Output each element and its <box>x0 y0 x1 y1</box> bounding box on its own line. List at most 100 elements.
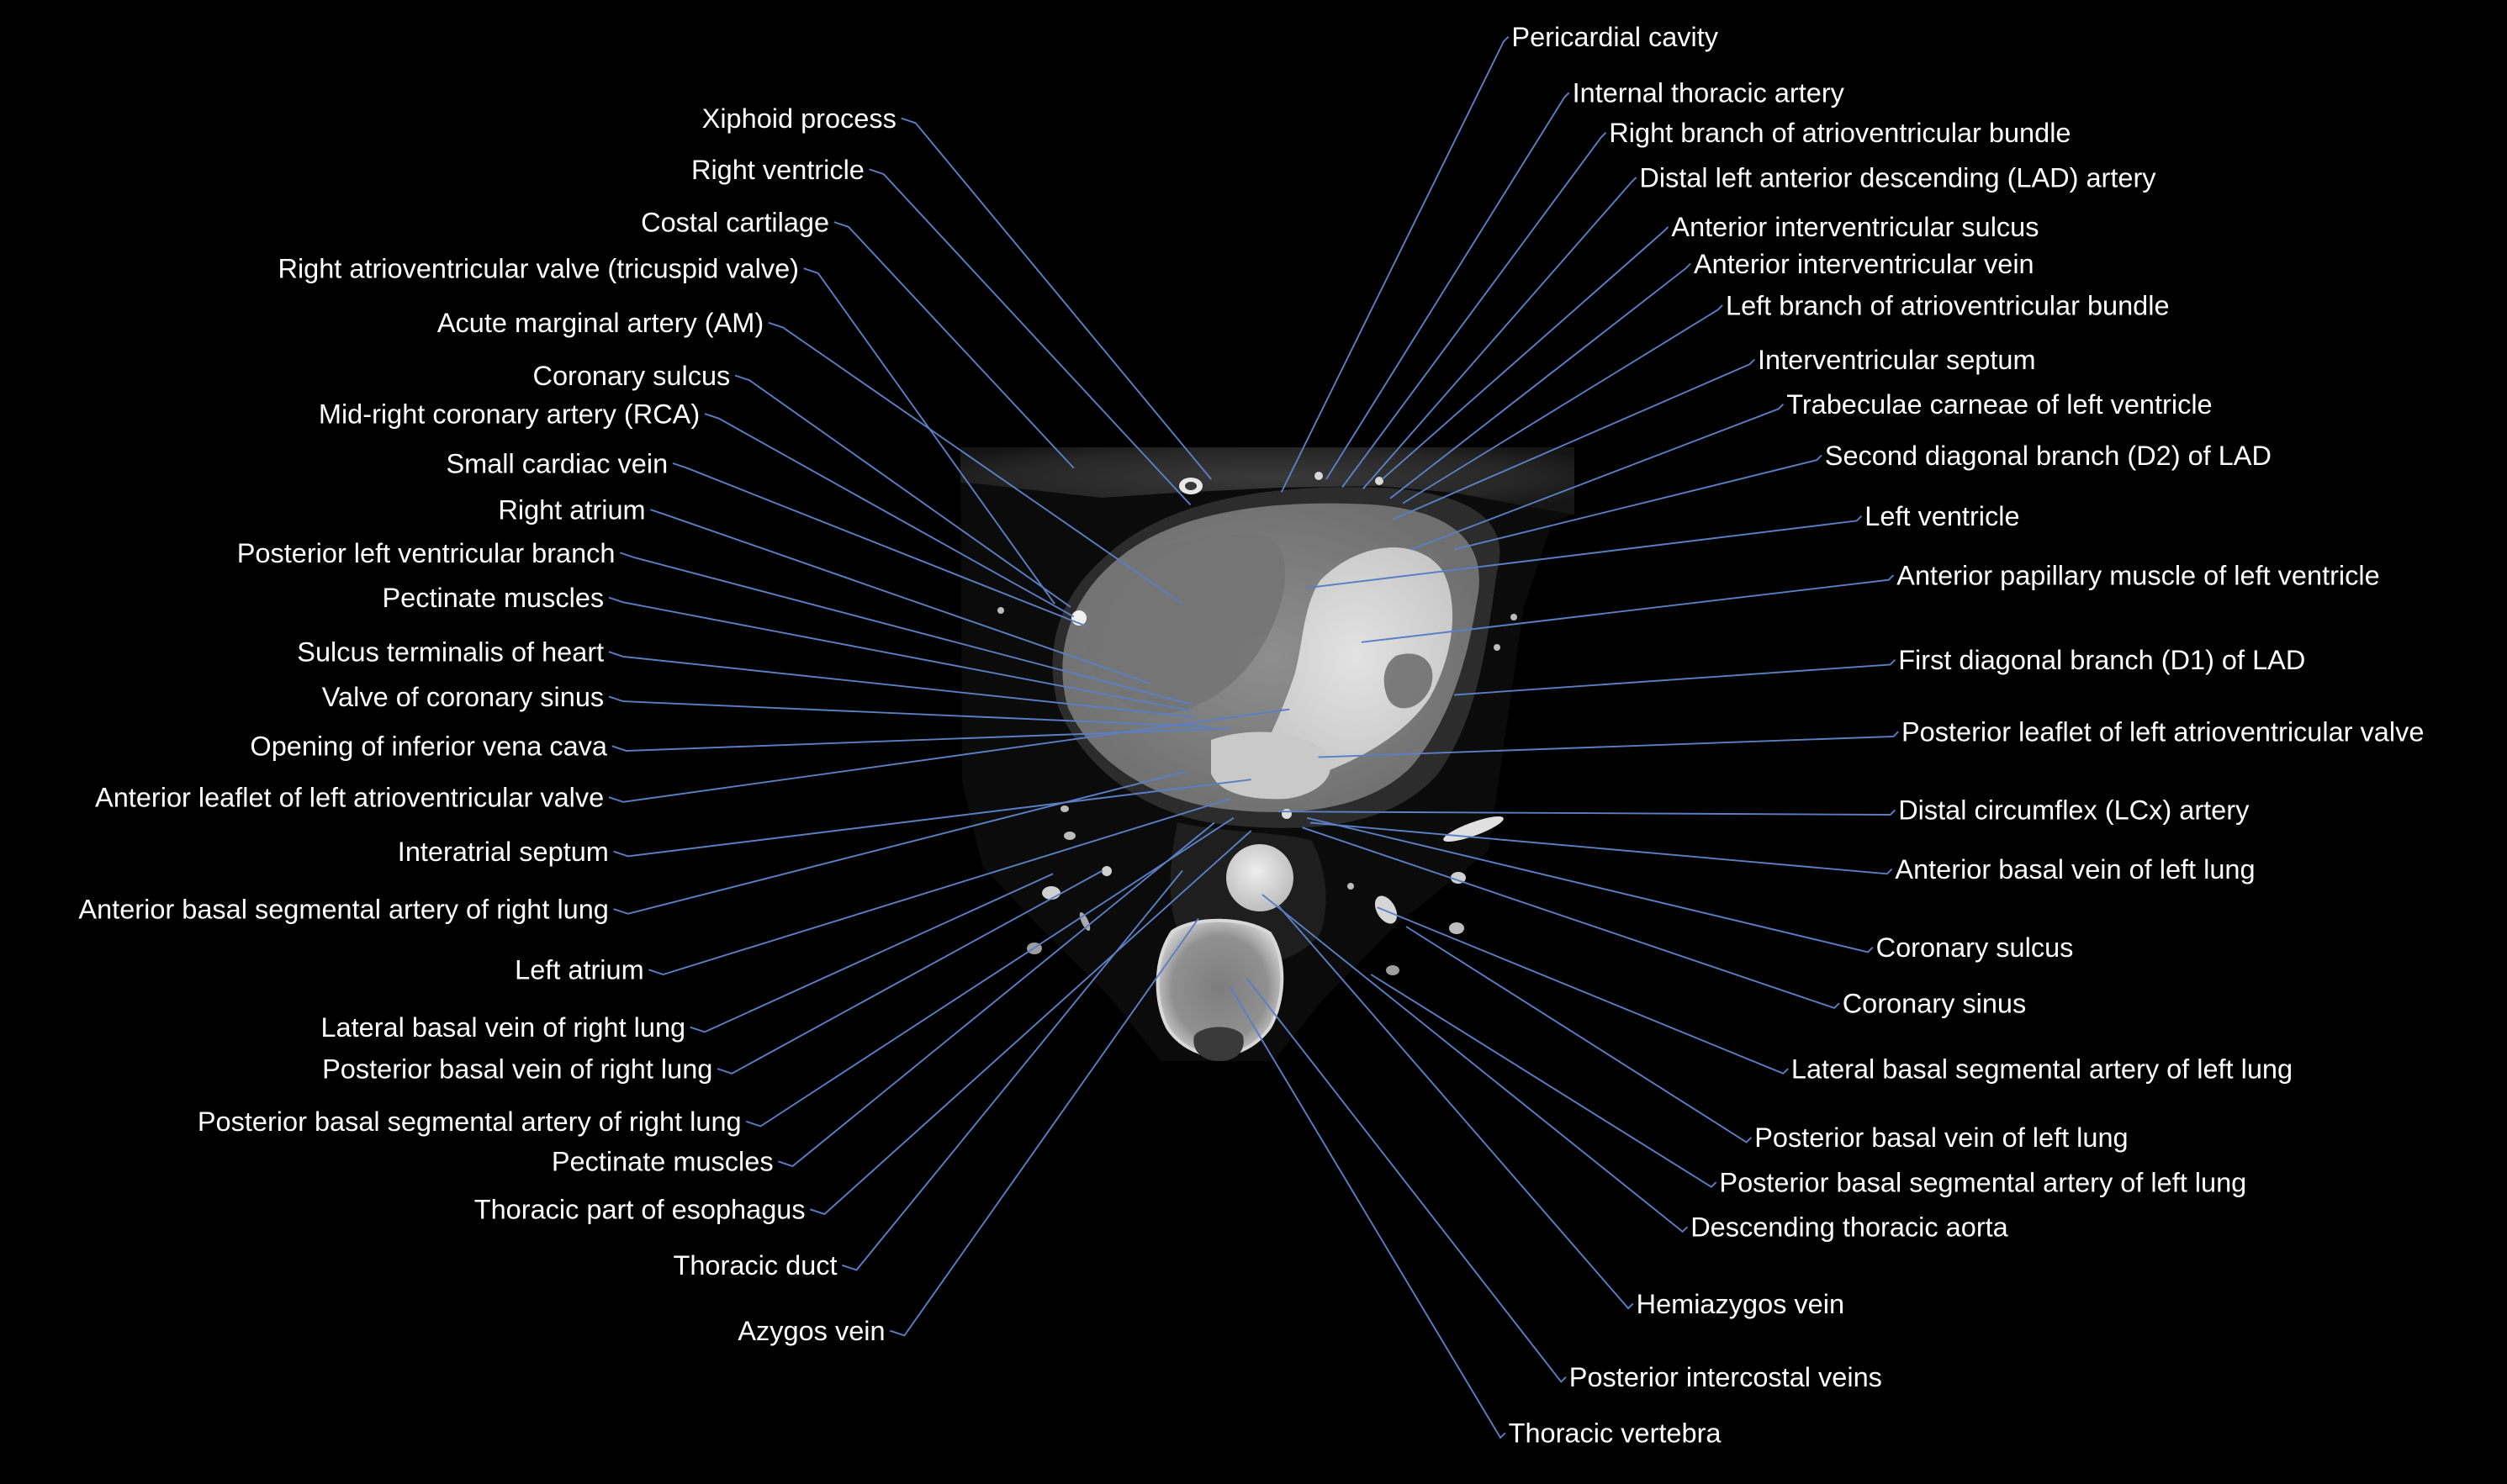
leader-line <box>809 830 1252 1216</box>
leader-line <box>1307 515 1863 589</box>
anatomy-label: Trabeculae carneae of left ventricle <box>1786 389 2212 420</box>
anatomy-label: Pericardial cavity <box>1511 22 1718 52</box>
anatomy-label: Thoracic part of esophagus <box>474 1195 806 1225</box>
leader-line <box>608 651 1196 719</box>
anatomy-label: Posterior basal segmental artery of righ… <box>198 1106 742 1137</box>
anatomy-label: Descending thoracic aorta <box>1690 1212 2008 1243</box>
chest-wall-vessel <box>1375 477 1383 485</box>
lung-vessel <box>1449 922 1464 934</box>
axial-ct-heart-slice <box>960 447 1574 1061</box>
leader-line <box>745 817 1235 1128</box>
anatomy-label: Costal cartilage <box>641 208 829 238</box>
anatomy-label: Right ventricle <box>691 155 865 185</box>
anatomy-label: Anterior interventricular vein <box>1694 249 2034 279</box>
lung-vessel <box>1451 872 1466 884</box>
anatomy-label: Posterior leaflet of left atrioventricul… <box>1901 717 2424 747</box>
anatomy-label: Sulcus terminalis of heart <box>297 637 604 668</box>
anatomy-label: Left atrium <box>515 955 644 985</box>
anatomy-label: Anterior interventricular sulcus <box>1671 212 2039 242</box>
leader-line <box>1230 986 1506 1439</box>
anatomy-label: Interventricular septum <box>1758 345 2036 375</box>
lung-vessel <box>1494 644 1500 651</box>
anatomy-label: Interatrial septum <box>398 837 609 867</box>
leader-line <box>1361 574 1895 643</box>
leader-line <box>1325 92 1570 480</box>
leader-line <box>704 413 1075 618</box>
anatomy-label: Anterior basal segmental artery of right… <box>78 895 608 925</box>
anatomy-label: Right atrium <box>498 495 645 525</box>
leader-line <box>717 869 1103 1075</box>
leader-line <box>1341 132 1607 489</box>
leader-line <box>611 727 1231 752</box>
leader-line <box>889 917 1199 1337</box>
interventricular-septum-shade <box>1383 653 1433 709</box>
leader-line <box>1309 821 1893 875</box>
anatomy-label: Posterior basal vein of left lung <box>1754 1122 2128 1153</box>
anatomy-label: Anterior basal vein of left lung <box>1895 854 2255 885</box>
anatomy-label: Internal thoracic artery <box>1573 78 1845 108</box>
internal-thoracic-artery-dot-inner <box>1185 482 1197 490</box>
leader-line <box>648 798 1231 975</box>
anatomy-label: Small cardiac vein <box>446 448 668 478</box>
leader-line <box>1453 659 1896 696</box>
anatomy-label: Mid-right coronary artery (RCA) <box>319 399 700 430</box>
leader-line <box>1405 926 1753 1143</box>
leader-line <box>803 267 1055 605</box>
leader-line <box>734 374 1071 608</box>
leader-line <box>1306 816 1874 953</box>
leader-line <box>869 168 1192 506</box>
anatomy-label: Posterior basal segmental artery of left… <box>1719 1167 2246 1197</box>
vertebral-canal <box>1193 1027 1244 1061</box>
anatomy-label: Lateral basal segmental artery of left l… <box>1791 1054 2293 1085</box>
leader-line <box>1280 36 1510 493</box>
descending-aorta-disc <box>1226 844 1293 911</box>
chest-wall-vessel <box>1314 472 1323 480</box>
anatomy-label: Posterior left ventricular branch <box>237 538 616 568</box>
leader-line <box>1370 974 1717 1188</box>
anatomy-label: Coronary sulcus <box>532 361 730 391</box>
anatomy-label: Second diagonal branch (D2) of LAD <box>1825 441 2272 471</box>
anatomy-label: Right branch of atrioventricular bundle <box>1609 118 2071 148</box>
anatomy-label: Valve of coronary sinus <box>322 682 604 712</box>
anterior-chest-wall <box>960 447 1574 515</box>
anatomy-label: Pectinate muscles <box>382 583 604 613</box>
lung-vessel <box>1386 965 1399 975</box>
anatomy-label: Left ventricle <box>1864 501 2019 531</box>
anatomy-label: Anterior papillary muscle of left ventri… <box>1896 560 2379 590</box>
leader-line <box>608 708 1290 803</box>
left-atrium-cavity <box>1211 731 1331 800</box>
anatomy-label: Pectinate muscles <box>552 1147 774 1177</box>
anatomy-label: Lateral basal vein of right lung <box>320 1012 685 1043</box>
lung-vessel <box>1064 832 1076 840</box>
anatomy-label: Right atrioventricular valve (tricuspid … <box>278 254 799 284</box>
lung-vessel <box>1102 866 1112 876</box>
leader-line <box>1261 894 1689 1233</box>
leader-line <box>613 779 1251 858</box>
anatomy-label: Posterior basal vein of right lung <box>322 1054 712 1085</box>
anatomy-label: Azygos vein <box>738 1316 885 1346</box>
leader-line <box>1393 358 1755 520</box>
leader-line <box>608 695 1210 728</box>
leader-line <box>1277 809 1896 816</box>
leader-line <box>1402 304 1723 504</box>
anatomy-label: Hemiazygos vein <box>1637 1289 1844 1319</box>
leader-line <box>1377 906 1789 1075</box>
leader-line <box>619 552 1193 705</box>
lung-vessel <box>1510 614 1517 621</box>
leader-line <box>1381 226 1669 480</box>
lung-vessel <box>1347 883 1354 890</box>
leader-line <box>1302 826 1840 1009</box>
anatomy-label: Distal left anterior descending (LAD) ar… <box>1639 162 2156 193</box>
leader-line <box>1246 977 1567 1383</box>
anatomy-label: Left branch of atrioventricular bundle <box>1726 290 2170 320</box>
anatomy-label: First diagonal branch (D1) of LAD <box>1898 645 2305 675</box>
leader-line <box>833 221 1075 469</box>
leader-line <box>1410 404 1785 551</box>
leader-line <box>613 770 1187 915</box>
leader-line <box>608 596 1193 712</box>
leader-lines <box>608 36 1899 1439</box>
anatomy-label: Thoracic vertebra <box>1509 1418 1722 1449</box>
lcx-dot <box>1282 809 1292 819</box>
anatomy-label: Coronary sinus <box>1843 989 2027 1019</box>
